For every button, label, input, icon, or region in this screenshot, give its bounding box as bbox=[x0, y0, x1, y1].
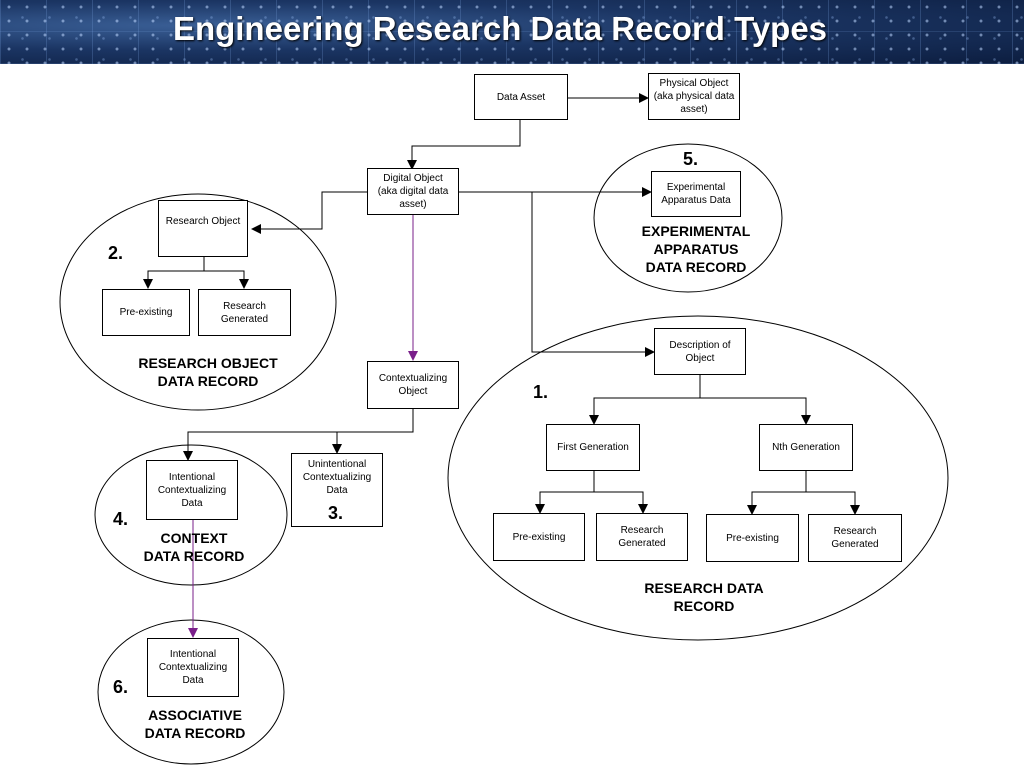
arrow-nth-gen-to-preexisting bbox=[747, 470, 807, 515]
arrow-research-object-to-preexisting bbox=[143, 257, 205, 289]
research-object-box: Research Object bbox=[158, 200, 248, 257]
research-object-record-ellipse bbox=[59, 193, 337, 411]
record-number-4: 4. bbox=[113, 509, 129, 529]
fg-preexisting-box: Pre-existing bbox=[493, 513, 585, 561]
physical-object-label: Physical Object (aka physical data asset… bbox=[653, 78, 735, 115]
unintentional-context-data-label: Unintentional Contextualizing Data bbox=[302, 459, 372, 496]
ng-preexisting-box: Pre-existing bbox=[706, 514, 799, 562]
experimental-apparatus-record-ellipse bbox=[593, 143, 783, 293]
contextualizing-object-box: Contextualizing Object bbox=[367, 361, 459, 409]
context-record-ellipse bbox=[94, 444, 288, 586]
description-of-object-label: Description of Object bbox=[669, 339, 731, 364]
record-number-1: 1. bbox=[533, 382, 549, 402]
arrow-contextualizing-to-intentional bbox=[183, 408, 414, 461]
nth-generation-box: Nth Generation bbox=[759, 424, 853, 471]
intentional-assoc-data-box: Intentional Contextualizing Data bbox=[147, 638, 239, 697]
intentional-context-data-label: Intentional Contextualizing Data bbox=[157, 471, 227, 509]
arrow-first-gen-to-generated bbox=[594, 491, 648, 514]
experimental-apparatus-data-box: Experimental Apparatus Data bbox=[651, 171, 741, 217]
unintentional-context-data-box: Unintentional Contextualizing Data bbox=[291, 453, 383, 527]
arrow-research-object-to-generated bbox=[204, 270, 249, 289]
arrow-digital-to-research-object bbox=[251, 191, 367, 234]
research-object-record-label: RESEARCH OBJECT DATA RECORD bbox=[138, 355, 278, 389]
first-generation-box: First Generation bbox=[546, 424, 640, 471]
research-object-label: Research Object bbox=[165, 216, 241, 227]
fg-preexisting-label: Pre-existing bbox=[512, 531, 566, 543]
research-data-record-ellipse bbox=[447, 315, 949, 641]
digital-object-label: Digital Object (aka digital data asset) bbox=[377, 173, 449, 210]
record-number-2: 2. bbox=[108, 243, 124, 263]
fg-research-generated-box: Research Generated bbox=[596, 513, 688, 561]
arrow-first-gen-to-preexisting bbox=[535, 470, 595, 514]
arrow-digital-to-description bbox=[458, 191, 655, 357]
data-asset-label: Data Asset bbox=[496, 91, 546, 103]
record-number-3: 3. bbox=[328, 503, 344, 523]
ro-preexisting-box: Pre-existing bbox=[102, 289, 190, 336]
record-number-5: 5. bbox=[683, 149, 699, 169]
nth-generation-label: Nth Generation bbox=[772, 442, 840, 453]
arrow-data-asset-to-digital bbox=[407, 119, 521, 170]
ng-research-generated-label: Research Generated bbox=[831, 526, 879, 550]
page-title: Engineering Research Data Record Types bbox=[172, 10, 828, 47]
context-record-label: CONTEXT DATA RECORD bbox=[143, 530, 245, 564]
arrow-description-to-nth-gen bbox=[700, 397, 811, 425]
physical-object-box: Physical Object (aka physical data asset… bbox=[648, 73, 740, 120]
ro-research-generated-box: Research Generated bbox=[198, 289, 291, 336]
research-data-record-label: RESEARCH DATA RECORD bbox=[644, 580, 764, 614]
arrow-nth-gen-to-generated bbox=[806, 491, 860, 515]
record-number-6: 6. bbox=[113, 677, 129, 697]
intentional-context-data-box: Intentional Contextualizing Data bbox=[146, 460, 238, 520]
data-asset-box: Data Asset bbox=[474, 74, 568, 120]
ro-research-generated-label: Research Generated bbox=[220, 300, 269, 325]
fg-research-generated-label: Research Generated bbox=[618, 525, 666, 549]
ng-preexisting-label: Pre-existing bbox=[726, 532, 779, 544]
title-banner: Engineering Research Data Record Types bbox=[0, 0, 1024, 64]
associative-record-ellipse bbox=[97, 619, 285, 765]
intentional-assoc-data-label: Intentional Contextualizing Data bbox=[158, 649, 228, 686]
associative-record-label: ASSOCIATIVE DATA RECORD bbox=[144, 707, 246, 741]
ng-research-generated-box: Research Generated bbox=[808, 514, 902, 562]
banner-dot-pattern bbox=[0, 0, 1024, 64]
first-generation-label: First Generation bbox=[557, 442, 629, 453]
experimental-apparatus-data-label: Experimental Apparatus Data bbox=[661, 182, 731, 206]
experimental-apparatus-record-label: EXPERIMENTAL APPARATUS DATA RECORD bbox=[641, 223, 751, 275]
ro-preexisting-label: Pre-existing bbox=[119, 307, 173, 318]
description-of-object-box: Description of Object bbox=[654, 328, 746, 375]
arrow-description-to-first-gen bbox=[589, 374, 701, 425]
contextualizing-object-label: Contextualizing Object bbox=[378, 373, 448, 397]
digital-object-box: Digital Object (aka digital data asset) bbox=[367, 168, 459, 215]
